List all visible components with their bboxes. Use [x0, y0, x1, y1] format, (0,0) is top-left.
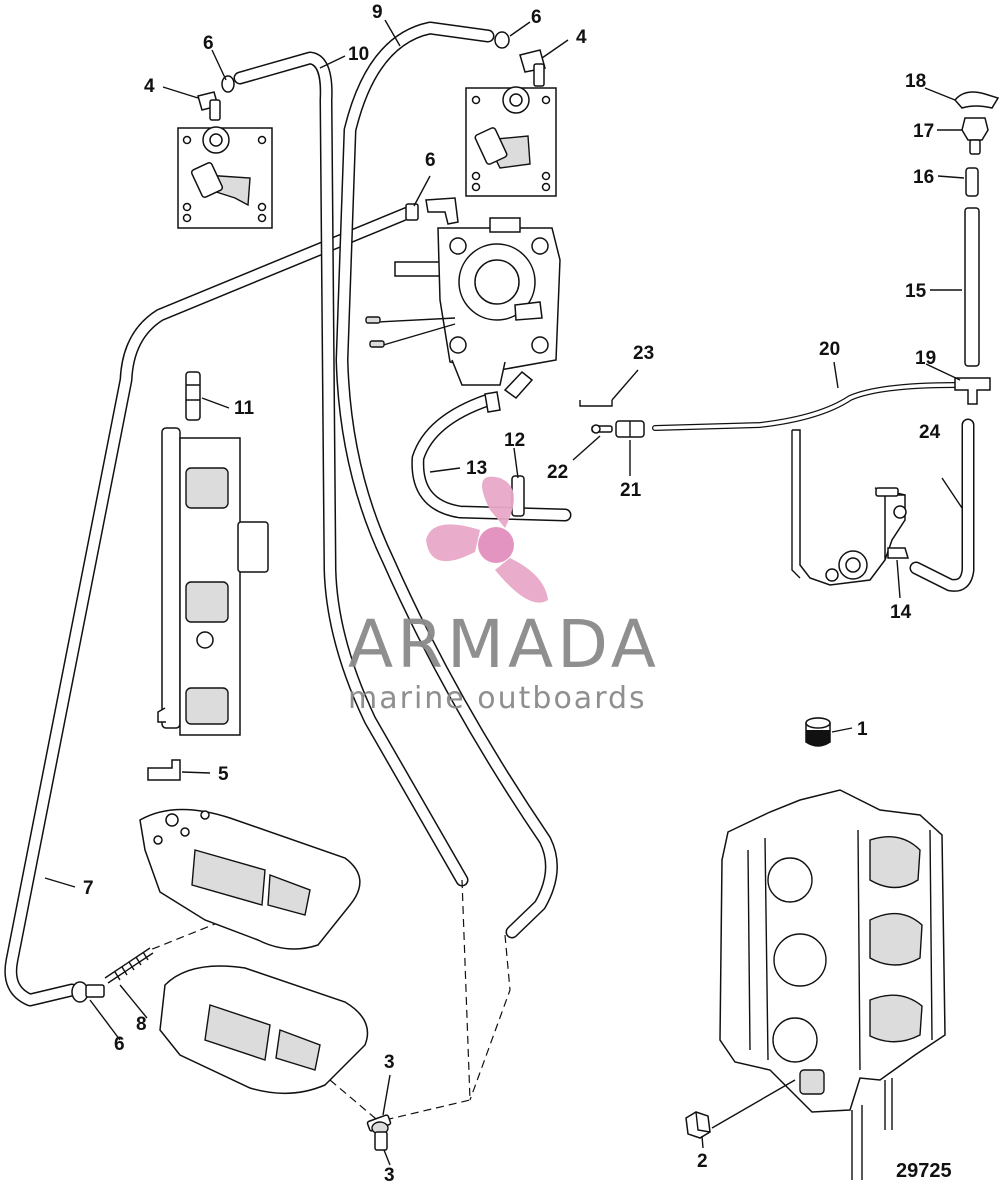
plug-2: [685, 1111, 711, 1139]
callout-19: 19: [915, 348, 936, 369]
callout-6: 6: [425, 150, 436, 171]
hose-13: [411, 393, 572, 522]
armada-logo: ARMADA marine outboards: [348, 476, 660, 716]
callout-3: 3: [384, 1165, 395, 1186]
callout-17: 17: [913, 121, 934, 142]
line-23: [579, 400, 613, 407]
fitting-12: [484, 370, 534, 517]
callout-2: 2: [697, 1151, 708, 1172]
callout-4: 4: [144, 76, 155, 97]
hose-24: [909, 418, 975, 592]
fitting-4-right: [519, 49, 546, 87]
callout-11: 11: [234, 398, 255, 419]
crankcase-block: [719, 789, 946, 1180]
callout-6: 6: [114, 1034, 125, 1055]
callout-20: 20: [819, 339, 840, 360]
cap-1: [805, 717, 831, 747]
assembly-line: [149, 921, 221, 951]
block-section: [791, 429, 907, 586]
assembly-line: [469, 934, 511, 1101]
fuel-pump-assembly: [365, 217, 561, 386]
assembly-line: [329, 1079, 383, 1125]
screw-3-lower: [371, 1121, 389, 1151]
callout-16: 16: [913, 167, 934, 188]
callout-9: 9: [372, 2, 383, 23]
propeller-blade: [482, 476, 514, 528]
valve-17: [961, 117, 989, 155]
callout-15: 15: [905, 281, 927, 302]
clamp-6-bottom: [71, 981, 105, 1003]
callout-4: 4: [576, 27, 587, 48]
callout-5: 5: [218, 764, 229, 785]
fitting-22: [591, 424, 613, 434]
propeller-hub: [478, 527, 514, 563]
fitting-16: [965, 167, 979, 197]
assembly-line: [384, 879, 471, 1121]
watermark-subtitle: marine outboards: [348, 681, 647, 716]
propeller-blade: [495, 558, 548, 603]
fitting-6-pump: [405, 197, 459, 225]
fitting-14: [887, 547, 910, 559]
callout-24: 24: [919, 422, 941, 443]
fitting-21: [615, 420, 645, 438]
callout-12: 12: [504, 430, 525, 451]
vapor-plate-right: [465, 86, 557, 197]
clamp-6-top: [494, 31, 510, 49]
fitting-11: [185, 371, 201, 421]
line-20: [652, 382, 958, 431]
fitting-4-left: [197, 91, 221, 121]
hose-10: [233, 51, 469, 887]
intake-plate-upper: [139, 808, 361, 950]
callout-1: 1: [857, 719, 868, 740]
intake-plate-lower: [159, 965, 369, 1095]
hose-15: [964, 207, 980, 367]
callout-22: 22: [547, 462, 568, 483]
leader-lines: [44, 19, 965, 1166]
hose-9: [335, 21, 558, 939]
clip-18: [954, 91, 1000, 109]
diagram-part-number: 29725: [896, 1160, 952, 1182]
callout-21: 21: [620, 480, 642, 501]
callout-13: 13: [466, 458, 487, 479]
callout-7: 7: [83, 878, 94, 899]
propeller-blade: [426, 524, 480, 562]
vapor-plate-left: [177, 126, 273, 229]
clamp-6-left: [221, 75, 235, 93]
fitting-5: [147, 759, 181, 781]
callout-10: 10: [348, 44, 369, 65]
callout-8: 8: [136, 1014, 147, 1035]
spring-8: [104, 947, 154, 984]
tee-19: [954, 377, 991, 405]
callout-18: 18: [905, 71, 926, 92]
callout-6: 6: [203, 33, 214, 54]
fuel-rail: [157, 427, 269, 736]
callout-3: 3: [384, 1052, 395, 1073]
watermark-title: ARMADA: [348, 606, 660, 683]
callout-23: 23: [633, 343, 654, 364]
callout-6: 6: [531, 7, 542, 28]
hose-7: [4, 205, 417, 1007]
callout-14: 14: [890, 602, 912, 623]
callouts: 6 4 10 9 6 4 6 11 5 7 8 6 3 3 12 13 22 2…: [83, 2, 941, 1186]
